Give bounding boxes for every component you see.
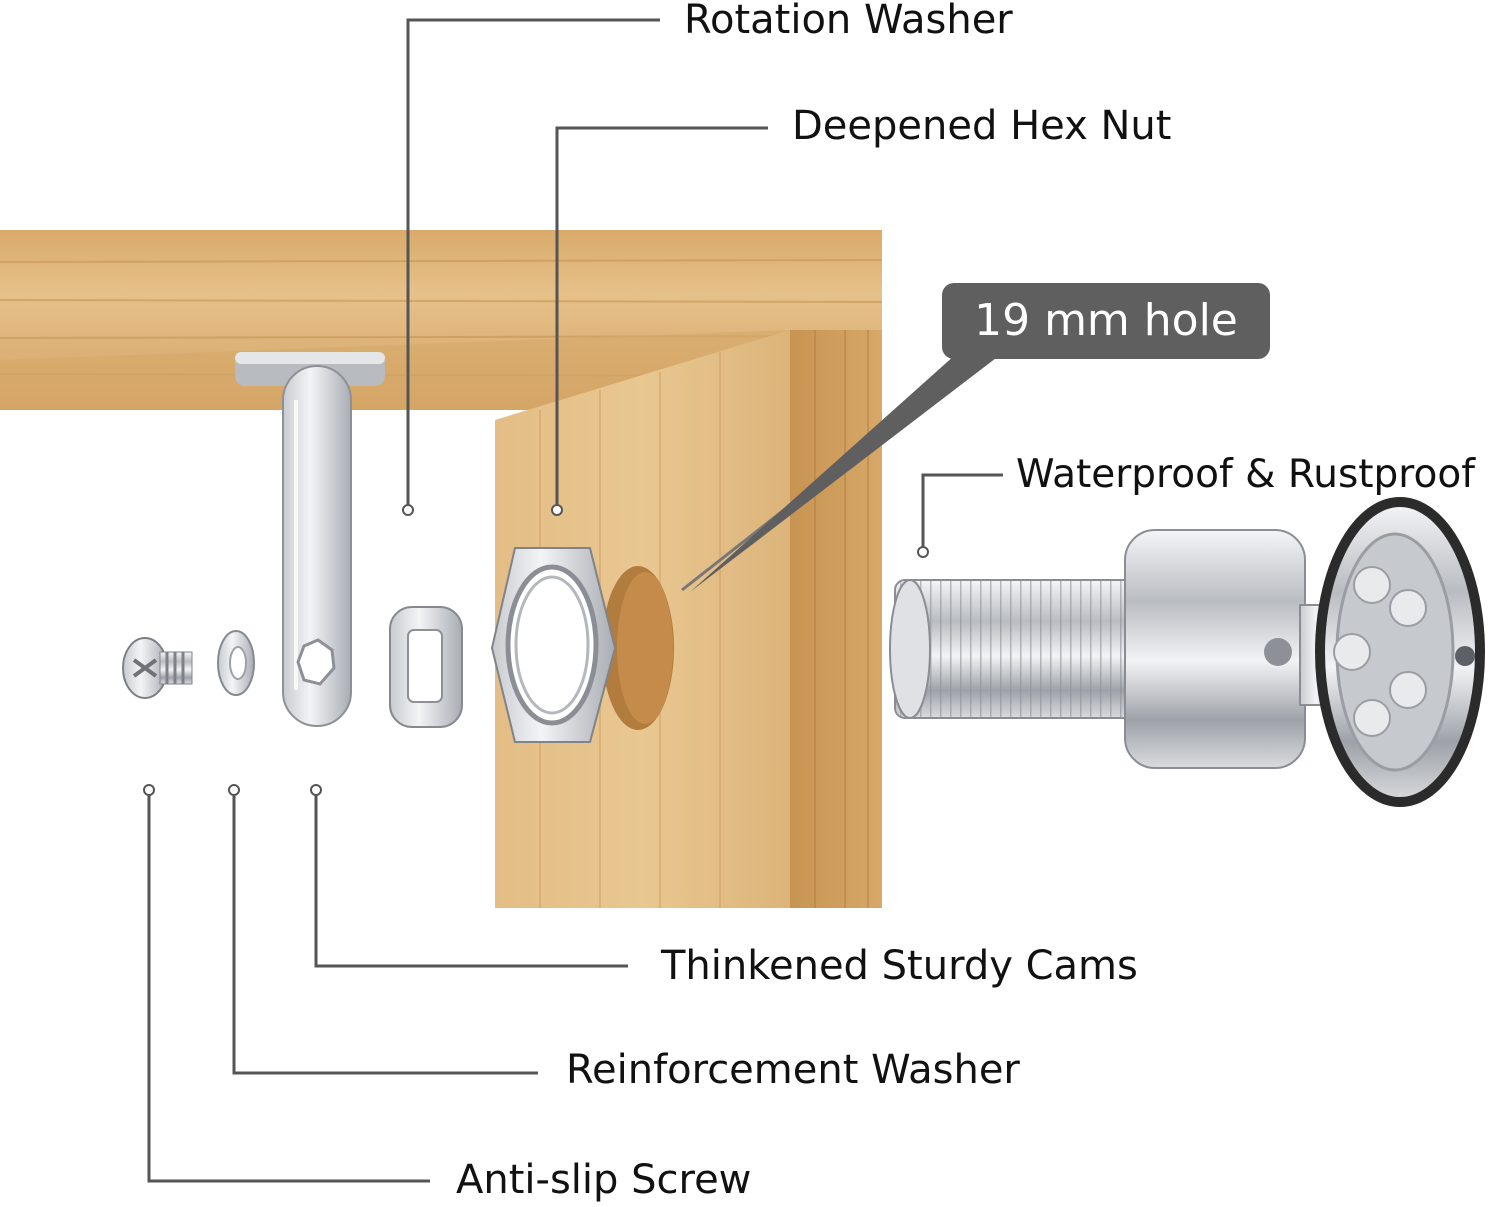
badge-pointer [690,355,1000,592]
rotation-washer [389,606,463,728]
anti-slip-screw [122,637,193,699]
leader-rotation-washer [406,18,660,510]
leader-screw [147,790,430,1183]
leader-reinforcement-washer [232,790,538,1075]
sturdy-cam [282,365,352,727]
leader-waterproof [921,473,1003,552]
label-waterproof-rustproof: Waterproof & Rustproof [1016,452,1475,497]
leader-dots [143,504,929,796]
label-thickened-sturdy-cams: Thinkened Sturdy Cams [661,943,1138,989]
label-rotation-washer: Rotation Washer [684,0,1013,43]
cabinet-side-board-edge [790,330,882,908]
label-deepened-hex-nut: Deepened Hex Nut [792,103,1172,149]
leader-cams [314,790,628,968]
lock-cylinder [889,497,1485,807]
hex-nut [490,547,617,743]
cabinet-top-underside [0,330,790,410]
wooden-cabinet [0,230,883,908]
leader-hex-nut [555,126,768,510]
label-anti-slip-screw: Anti-slip Screw [456,1157,752,1203]
hole-size-badge: 19 mm hole [942,283,1270,359]
label-reinforcement-washer: Reinforcement Washer [566,1047,1020,1093]
reinforcement-washer [217,630,255,696]
